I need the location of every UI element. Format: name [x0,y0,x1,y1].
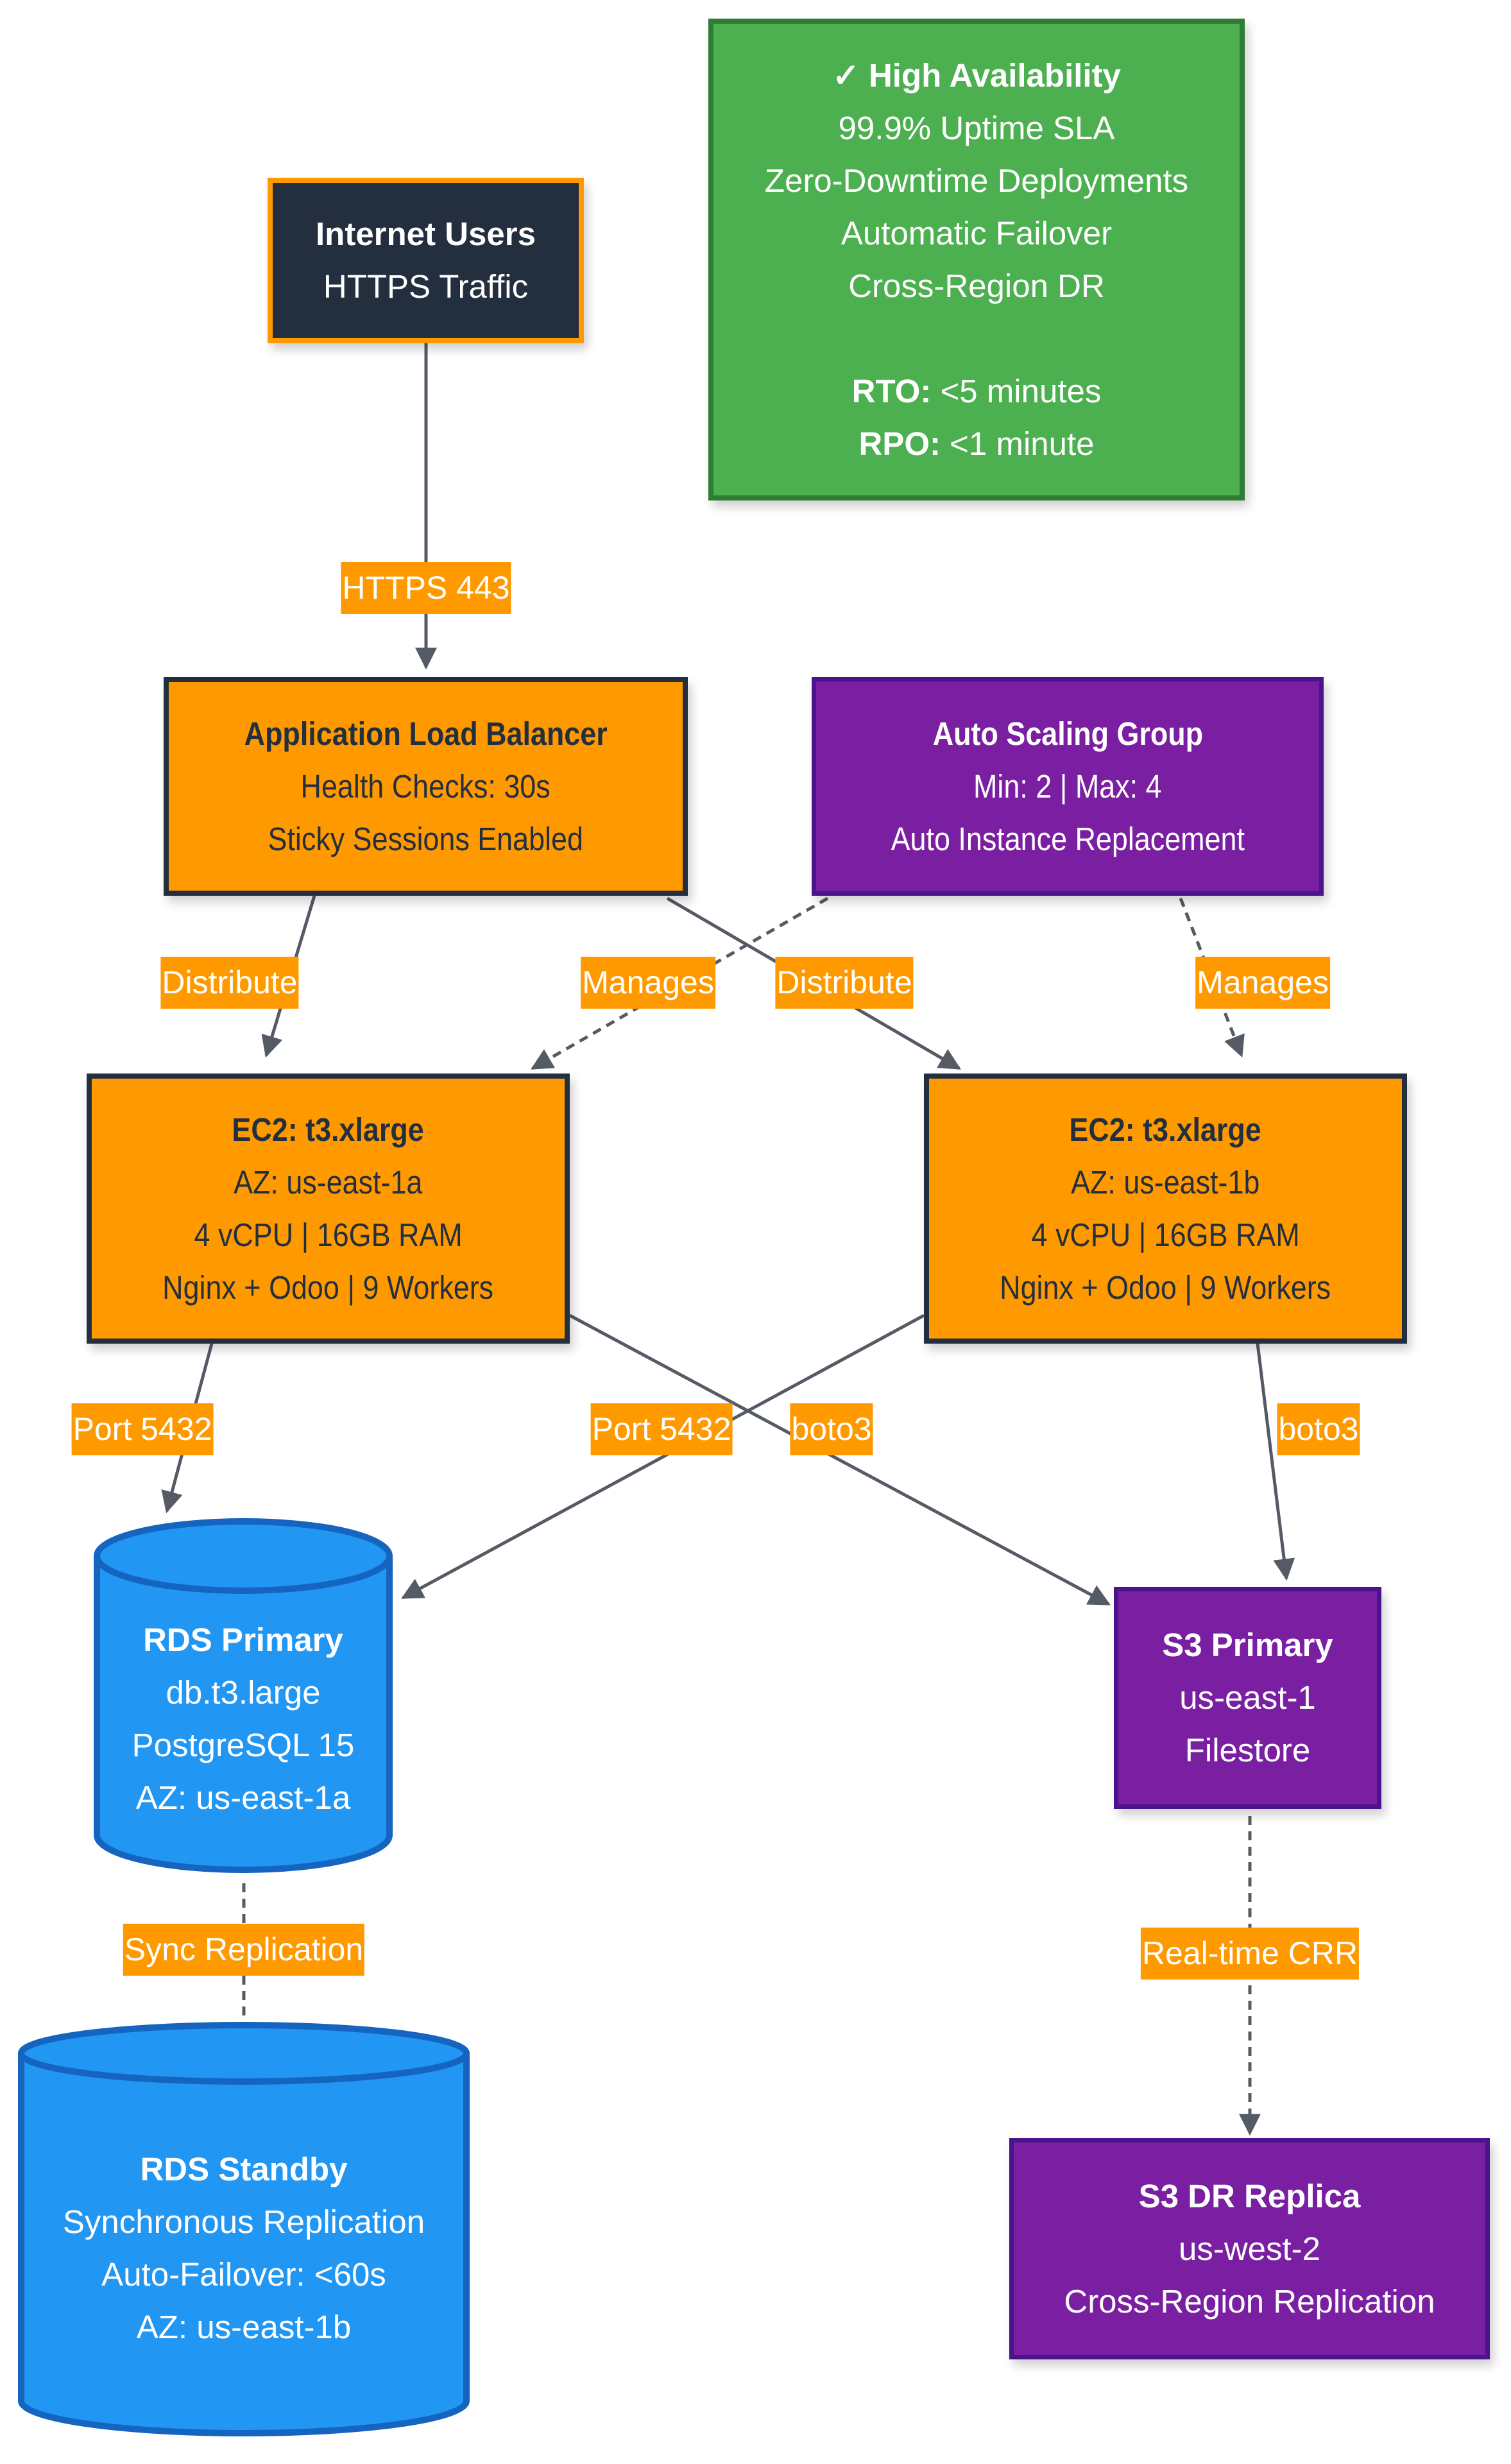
rto-key: RTO: [851,372,932,409]
alb-line-sticky: Sticky Sessions Enabled [268,820,584,857]
ha-spacer [972,312,981,365]
asg-line-minmax: Min: 2 | Max: 4 [973,767,1162,805]
auto-scaling-group-node[interactable]: Auto Scaling Group Min: 2 | Max: 4 Auto … [812,677,1324,896]
ha-rpo: RPO: <1 minute [858,418,1094,470]
users-title: Internet Users [316,216,536,252]
edge-label-manages-a: Manages [581,957,715,1009]
edge-ec2b-to-rds_primary [401,1313,925,1600]
s3-primary-line-filestore: Filestore [1184,1732,1311,1768]
ec2-instance-b-node[interactable]: EC2: t3.xlarge AZ: us-east-1b 4 vCPU | 1… [924,1074,1407,1344]
edge-ec2a-to-s3_primary [568,1313,1111,1606]
ha-rto: RTO: <5 minutes [852,365,1102,418]
rpo-value: <1 minute [940,425,1095,462]
s3-dr-line-replication: Cross-Region Replication [1064,2282,1435,2320]
edge-label-boto3-a: boto3 [790,1403,873,1455]
rds-standby-node[interactable]: RDS Standby Synchronous Replication Auto… [17,2021,470,2438]
high-availability-box[interactable]: ✓ High Availability 99.9% Uptime SLA Zer… [708,19,1245,501]
ha-line-deployments: Zero-Downtime Deployments [764,162,1189,199]
ec2a-title: EC2: t3.xlarge [232,1111,425,1148]
s3-dr-replica-node[interactable]: S3 DR Replica us-west-2 Cross-Region Rep… [1009,2138,1490,2359]
edge-label-https: HTTPS 443 [341,562,511,614]
s3-dr-line-region: us-west-2 [1178,2230,1321,2267]
edge-label-distribute-a: Distribute [160,957,299,1009]
edge-label-realtime-crr: Real-time CRR [1140,1928,1360,1980]
edge-label-sync-replication: Sync Replication [123,1924,365,1976]
s3-primary-node[interactable]: S3 Primary us-east-1 Filestore [1114,1587,1381,1809]
rds-primary-line-class: db.t3.large [166,1674,321,1711]
rds-standby-line-replication: Synchronous Replication [62,2203,425,2240]
database-cylinder-icon [18,2022,470,2436]
edge-label-distribute-b: Distribute [775,957,914,1009]
ha-line-failover: Automatic Failover [841,214,1113,252]
edge-label-port-a: Port 5432 [71,1403,214,1455]
ec2b-line-stack: Nginx + Odoo | 9 Workers [1000,1269,1331,1306]
ec2a-line-stack: Nginx + Odoo | 9 Workers [162,1269,494,1306]
ec2b-line-spec: 4 vCPU | 16GB RAM [1031,1216,1300,1253]
ha-title: ✓ High Availability [832,56,1121,94]
s3-dr-title: S3 DR Replica [1138,2177,1361,2214]
edge-ec2b-to-s3_primary [1256,1343,1295,1581]
rds-primary-line-az: AZ: us-east-1a [135,1779,351,1816]
internet-users-node[interactable]: Internet Users HTTPS Traffic [268,178,584,343]
rds-standby-line-az: AZ: us-east-1b [136,2309,352,2345]
ec2b-title: EC2: t3.xlarge [1069,1111,1262,1148]
rto-value: <5 minutes [931,372,1102,409]
s3-primary-title: S3 Primary [1162,1627,1333,1663]
alb-title: Application Load Balancer [244,715,608,752]
s3-primary-line-region: us-east-1 [1179,1679,1316,1716]
database-cylinder-icon [94,1518,393,1873]
rpo-key: RPO: [858,425,941,462]
load-balancer-node[interactable]: Application Load Balancer Health Checks:… [164,677,688,896]
ec2a-line-spec: 4 vCPU | 16GB RAM [194,1216,463,1253]
ec2a-line-az: AZ: us-east-1a [234,1163,423,1201]
rds-primary-node[interactable]: RDS Primary db.t3.large PostgreSQL 15 AZ… [93,1518,393,1874]
edge-label-port-b: Port 5432 [590,1403,733,1455]
edge-label-manages-b: Manages [1195,957,1330,1009]
asg-title: Auto Scaling Group [932,715,1203,752]
alb-line-health: Health Checks: 30s [300,767,551,805]
rds-primary-line-engine: PostgreSQL 15 [132,1727,355,1763]
rds-standby-title: RDS Standby [140,2151,348,2187]
rds-standby-line-failover: Auto-Failover: <60s [101,2256,386,2293]
ec2b-line-az: AZ: us-east-1b [1071,1163,1260,1201]
ha-line-uptime: 99.9% Uptime SLA [838,109,1115,146]
asg-line-replacement: Auto Instance Replacement [891,820,1245,857]
ha-line-dr: Cross-Region DR [848,267,1105,304]
rds-primary-title: RDS Primary [143,1621,343,1658]
ec2-instance-a-node[interactable]: EC2: t3.xlarge AZ: us-east-1a 4 vCPU | 1… [87,1074,570,1344]
users-line-traffic: HTTPS Traffic [323,268,529,305]
edge-label-boto3-b: boto3 [1277,1403,1360,1455]
